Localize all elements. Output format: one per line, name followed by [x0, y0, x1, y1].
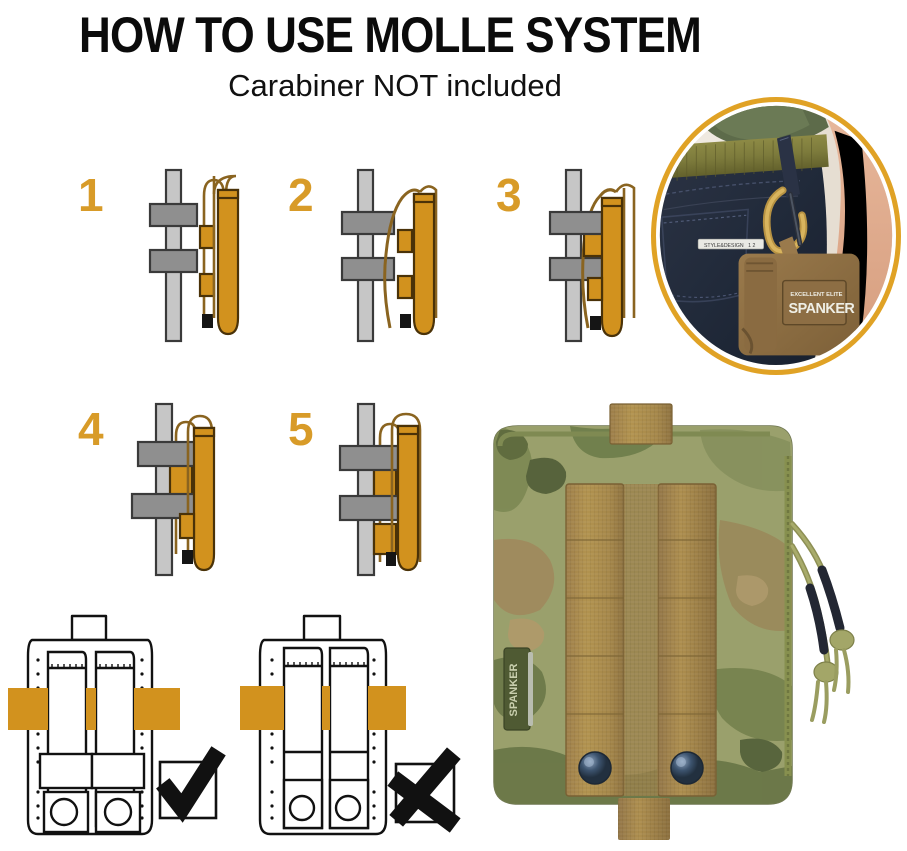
- svg-text:1 2: 1 2: [748, 243, 755, 249]
- step-3-diagram: [548, 168, 636, 343]
- step-4: 4: [78, 402, 258, 587]
- product-photo-art: SPANKER: [470, 400, 907, 846]
- correct-weave-art: ✔: [8, 612, 226, 836]
- pouch-on-belt-photo: STYLE&DESIGN 1 2: [651, 97, 901, 375]
- correct-weave-example: ✔: [8, 612, 230, 838]
- step-2: 2: [288, 168, 468, 353]
- page-subtitle: Carabiner NOT included: [228, 68, 562, 103]
- step-5: 5: [288, 402, 468, 587]
- step-1: 1: [78, 168, 258, 353]
- page-title: HOW TO USE MOLLE SYSTEM: [79, 7, 702, 63]
- step-5-number: 5: [288, 403, 314, 455]
- correct-mark: ✔: [8, 612, 9, 613]
- product-brand-label: SPANKER: [508, 663, 520, 716]
- step-1-diagram: [148, 168, 240, 343]
- step-2-number: 2: [288, 169, 314, 221]
- incorrect-weave-example: ✖: [240, 612, 465, 838]
- inset-photo-art: STYLE&DESIGN 1 2: [659, 105, 893, 366]
- svg-text:STYLE&DESIGN: STYLE&DESIGN: [704, 243, 744, 249]
- incorrect-mark: ✖: [240, 612, 241, 613]
- multicam-pouch-back-photo: SPANKER: [470, 400, 907, 846]
- step-1-number: 1: [78, 169, 104, 221]
- step-2-diagram: [340, 168, 438, 343]
- step-3: 3: [496, 168, 676, 353]
- svg-text:EXCELLENT ELITE: EXCELLENT ELITE: [790, 292, 842, 298]
- step-5-diagram: [338, 402, 422, 577]
- step-4-diagram: [130, 402, 216, 577]
- incorrect-weave-art: ✖: [240, 612, 461, 836]
- step-4-number: 4: [78, 403, 104, 455]
- svg-text:SPANKER: SPANKER: [788, 301, 855, 317]
- step-3-number: 3: [496, 169, 522, 221]
